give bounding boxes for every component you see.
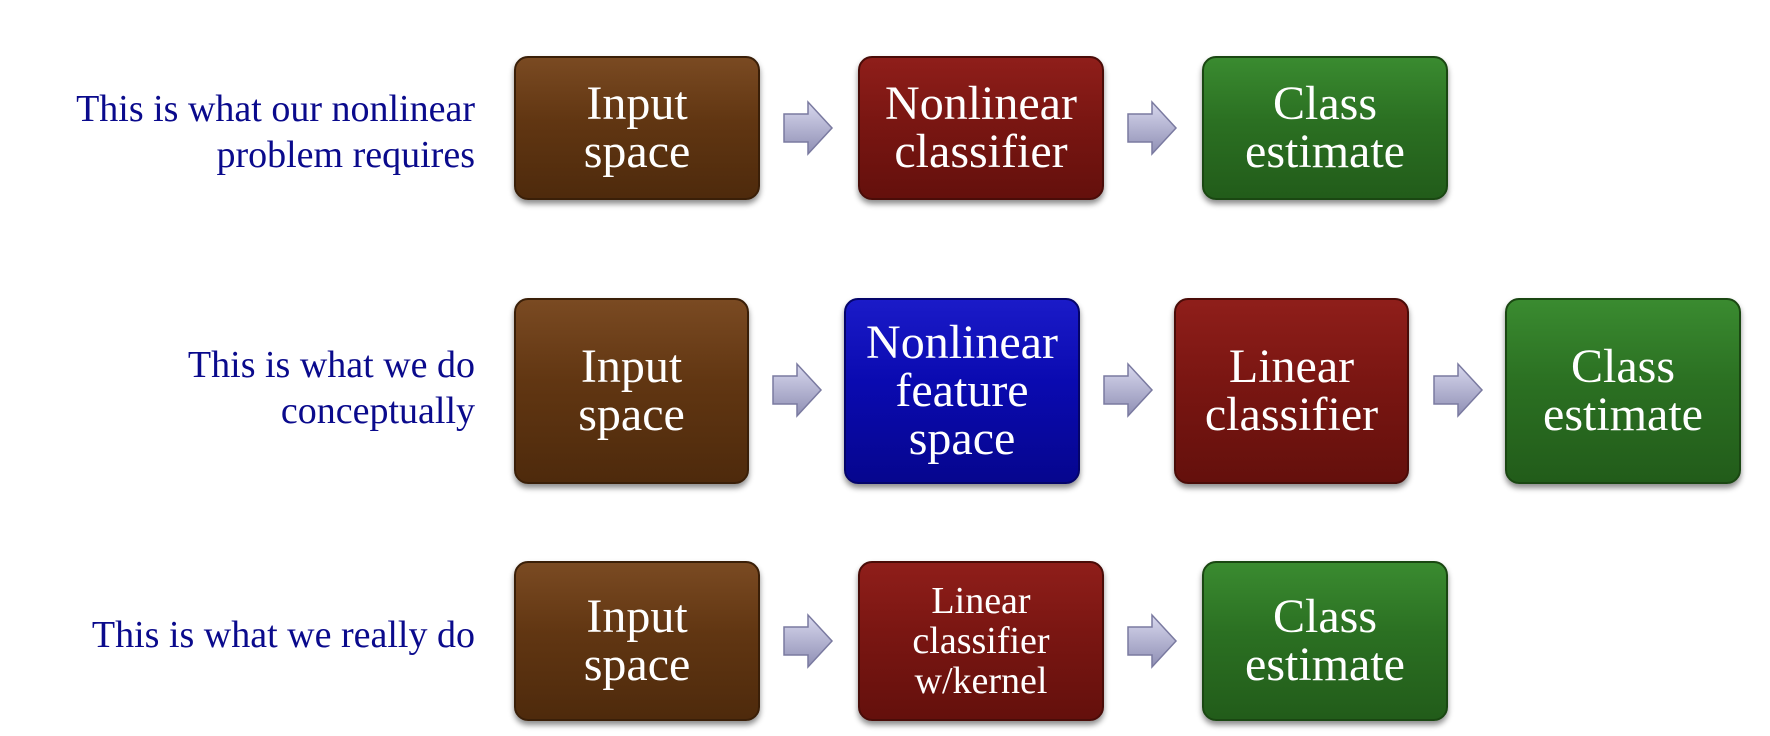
box-text-line: Nonlinear: [866, 316, 1058, 369]
row-2-class-estimate-box: Class estimate: [1505, 298, 1741, 484]
row-3-input-space-box: Input space: [514, 561, 760, 721]
box-text-line: Class: [1570, 340, 1675, 393]
box-text-line: classifier: [912, 620, 1050, 662]
box-text-line: estimate: [1245, 125, 1405, 178]
row-2-label-line-1: This is what we do: [187, 344, 475, 386]
box-text-line: Linear: [1228, 340, 1355, 393]
box-text-line: space: [583, 125, 691, 178]
box-text-line: Linear: [931, 580, 1031, 622]
box-text-line: w/kernel: [914, 660, 1048, 702]
row-1-class-estimate-box: Class estimate: [1202, 56, 1448, 200]
row-3-class-estimate-box: Class estimate: [1202, 561, 1448, 721]
box-text-line: estimate: [1543, 388, 1703, 441]
box-text-line: Nonlinear: [885, 77, 1077, 130]
box-text-line: estimate: [1245, 638, 1405, 691]
box-text-line: Input: [586, 590, 688, 643]
row-3-linear-classifier-kernel-box: Linear classifier w/kernel: [858, 561, 1104, 721]
box-text-line: Class: [1272, 77, 1377, 130]
arrow-right-icon: [783, 613, 834, 669]
box-text-line: space: [578, 388, 685, 441]
arrow-right-icon: [1127, 613, 1178, 669]
box-text-line: classifier: [1204, 388, 1379, 441]
row-3-label: This is what we really do: [92, 612, 475, 658]
row-1-nonlinear-classifier-box: Nonlinear classifier: [858, 56, 1104, 200]
arrow-right-icon: [1433, 362, 1484, 418]
box-text-line: space: [583, 638, 691, 691]
arrow-right-icon: [772, 362, 823, 418]
row-2-linear-classifier-box: Linear classifier: [1174, 298, 1409, 484]
row-1-label-line-1: This is what our nonlinear: [76, 88, 475, 130]
box-text-line: Class: [1272, 590, 1377, 643]
row-2-input-space-box: Input space: [514, 298, 749, 484]
row-2-label-line-2: conceptually: [280, 390, 475, 432]
row-2-label: This is what we do conceptually: [188, 342, 475, 434]
arrow-right-icon: [783, 100, 834, 156]
row-3-label-line-1: This is what we really do: [91, 614, 475, 656]
arrow-right-icon: [1103, 362, 1154, 418]
arrow-right-icon: [1127, 100, 1178, 156]
box-text-line: Input: [580, 340, 683, 393]
box-text-line: space: [908, 412, 1016, 465]
row-1-input-space-box: Input space: [514, 56, 760, 200]
row-1-label: This is what our nonlinear problem requi…: [76, 86, 475, 178]
box-text-line: Input: [586, 77, 688, 130]
box-text-line: classifier: [894, 125, 1068, 178]
row-1-label-line-2: problem requires: [216, 134, 475, 176]
row-2-nonlinear-feature-space-box: Nonlinear feature space: [844, 298, 1080, 484]
box-text-line: feature: [895, 364, 1029, 417]
